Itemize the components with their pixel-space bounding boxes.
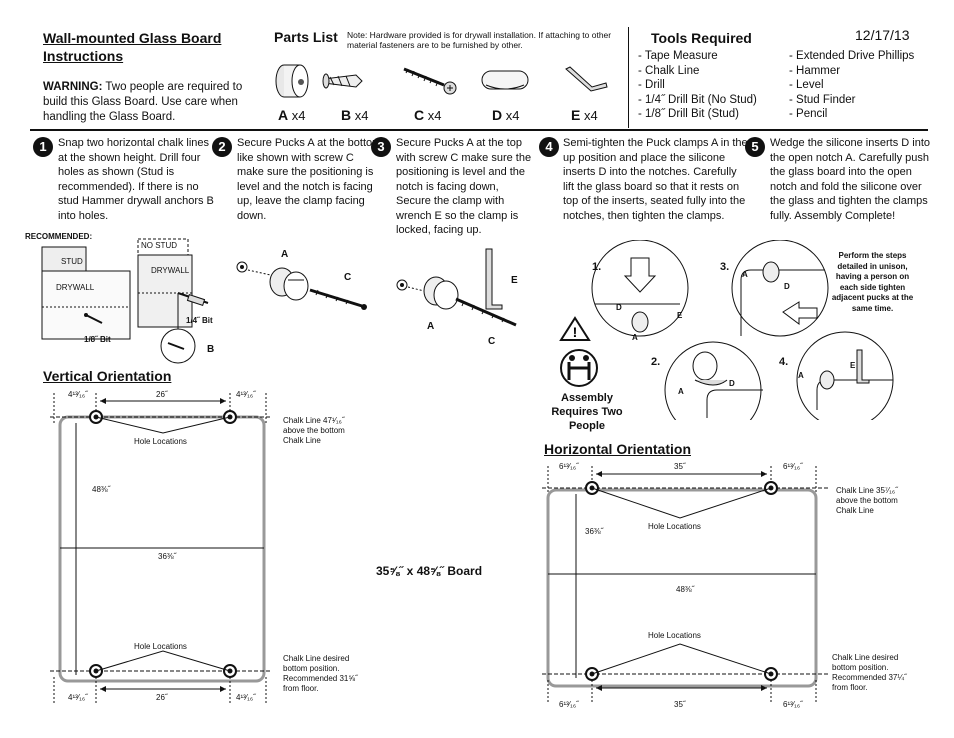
tools-list-left: - Tape Measure - Chalk Line - Drill - 1/…	[638, 50, 757, 120]
tools-title: Tools Required	[651, 30, 752, 46]
puck-icon	[275, 64, 309, 98]
header-rule	[30, 129, 928, 131]
assembly-notice: Assembly Requires Two People	[551, 392, 623, 432]
h-width-dim: 48⅜˝	[676, 585, 695, 594]
v-top-dim-right: 4¹³⁄₁₆˝	[236, 390, 256, 399]
document-date: 12/17/13	[855, 27, 910, 43]
warning-text: WARNING: Two people are required to buil…	[43, 81, 243, 123]
step-2-number: 2	[212, 137, 232, 157]
part-b-label: B x4	[341, 107, 369, 123]
drywall-label-stud: DRYWALL	[56, 283, 95, 292]
stud-label: STUD	[61, 257, 83, 266]
v-chalk-line-top-note: Chalk Line 47¹⁄₁₆˝ above the bottom Chal…	[283, 416, 345, 445]
step-3-figure	[396, 248, 517, 327]
v-hole-locations-top: Hole Locations	[134, 437, 187, 446]
fig3-label-d: D	[784, 282, 790, 291]
fig-num-1: 1.	[592, 261, 602, 273]
fig2-label-d: D	[729, 379, 735, 388]
h-hole-locations-top: Hole Locations	[648, 522, 701, 531]
step-1-text: Snap two horizontal chalk lines at the s…	[58, 137, 214, 222]
drywall-label-no-stud: DRYWALL	[151, 266, 190, 275]
fig2-label-a: A	[678, 387, 684, 396]
fig1-label-d: D	[616, 303, 622, 312]
svg-text:!: !	[573, 324, 578, 340]
v-bottom-dim-mid: 26˝	[156, 693, 168, 702]
step3-label-e: E	[511, 275, 518, 286]
step-3-number: 3	[371, 137, 391, 157]
step-1-figure	[41, 238, 209, 364]
step3-label-c: C	[488, 336, 496, 347]
h-bottom-dim-mid: 35˝	[674, 700, 686, 709]
step-5-text: Wedge the silicone inserts D into the op…	[770, 137, 930, 222]
step-1-number: 1	[33, 137, 53, 157]
part-d-label: D x4	[492, 107, 520, 123]
parts-illustrations	[275, 64, 608, 98]
v-height-dim: 48⅜˝	[92, 485, 111, 494]
v-hole-locations-bottom: Hole Locations	[134, 642, 187, 651]
v-top-dim-left: 4¹³⁄₁₆˝	[68, 390, 88, 399]
horizontal-orientation-title: Horizontal Orientation	[544, 441, 691, 457]
fig1-label-a: A	[632, 333, 638, 342]
fig1-label-e: E	[677, 311, 683, 320]
h-bottom-dim-right: 6¹³⁄₁₆˝	[783, 700, 803, 709]
screw-icon	[403, 67, 457, 95]
fig-num-4: 4.	[779, 356, 789, 368]
v-bottom-dim-right: 4¹³⁄₁₆˝	[236, 693, 256, 702]
fig-num-2: 2.	[651, 356, 661, 368]
h-bottom-dim-left: 6¹³⁄₁₆˝	[559, 700, 579, 709]
step-4-number: 4	[539, 137, 559, 157]
unison-notice: Perform the steps detailed in unison, ha…	[831, 251, 914, 313]
fig4-label-e: E	[850, 361, 856, 370]
fig3-label-a: A	[742, 270, 748, 279]
vertical-board-diagram	[50, 393, 272, 703]
fig4-label-a: A	[798, 371, 804, 380]
h-top-dim-right: 6¹³⁄₁₆˝	[783, 462, 803, 471]
header-divider	[628, 27, 629, 128]
step-4-text: Semi-tighten the Puck clamps A in the up…	[563, 137, 748, 222]
h-chalk-line-top-note: Chalk Line 35⁷⁄₁₆˝ above the bottom Chal…	[836, 486, 898, 515]
h-height-dim: 36⅜˝	[585, 527, 604, 536]
part-e-label: E x4	[571, 107, 598, 123]
document-title: Wall-mounted Glass Board Instructions	[43, 30, 222, 64]
h-top-dim-mid: 35˝	[674, 462, 686, 471]
step2-label-a: A	[281, 249, 289, 260]
horizontal-board-diagram	[542, 466, 830, 702]
hex-wrench-icon	[565, 66, 608, 92]
part-c-label: C x4	[414, 107, 442, 123]
silicone-insert-icon	[481, 70, 529, 90]
step3-label-a: A	[427, 321, 435, 332]
step-5-number: 5	[745, 137, 765, 157]
part-a-label: A x4	[278, 107, 306, 123]
recommended-label: RECOMMENDED:	[25, 232, 93, 241]
parts-note: Note: Hardware provided is for drywall i…	[347, 30, 612, 50]
fig-num-3: 3.	[720, 261, 730, 273]
v-bottom-dim-left: 4¹³⁄₁₆˝	[68, 693, 88, 702]
step-3-text: Secure Pucks A at the top with screw C m…	[396, 137, 532, 236]
parts-list-title: Parts List	[274, 29, 338, 45]
step2-label-c: C	[344, 272, 352, 283]
no-stud-label: NO STUD	[141, 241, 177, 250]
board-size: 35⅝˝ x 48⅝˝ Board	[376, 564, 483, 578]
h-top-dim-left: 6¹³⁄₁₆˝	[559, 462, 579, 471]
step-2-figure	[236, 261, 367, 310]
bit-eighth-label: 1/8˝ Bit	[84, 335, 111, 344]
vertical-orientation-title: Vertical Orientation	[43, 368, 172, 384]
h-chalk-line-bottom-note: Chalk Line desired bottom position. Reco…	[832, 653, 907, 692]
anchor-icon	[322, 73, 363, 89]
v-top-dim-mid: 26˝	[156, 390, 168, 399]
bit-quarter-label: 1/4˝ Bit	[186, 316, 213, 325]
anchor-b-label: B	[207, 344, 215, 355]
tools-list-right: - Extended Drive Phillips - Hammer - Lev…	[789, 50, 915, 120]
h-hole-locations-bottom: Hole Locations	[648, 631, 701, 640]
v-chalk-line-bottom-note: Chalk Line desired bottom position. Reco…	[283, 654, 358, 693]
v-width-dim: 36⅜˝	[158, 552, 177, 561]
step-4-5-figures: !	[559, 240, 894, 420]
step-2-text: Secure Pucks A at the bottom like shown …	[237, 137, 382, 222]
